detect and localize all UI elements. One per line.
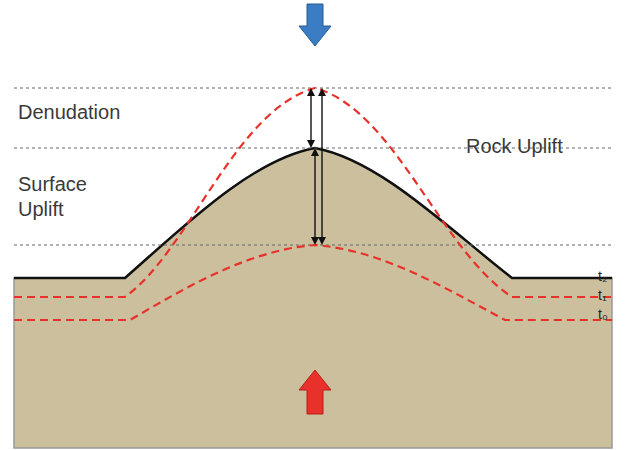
time-label: t₂ [598,268,624,286]
time-label: t₀ [598,306,624,324]
process-label: Surface Uplift [18,172,108,222]
process-label: Rock Uplift [466,134,616,159]
time-label: t₁ [598,287,624,305]
process-label: Denudation [18,100,178,125]
